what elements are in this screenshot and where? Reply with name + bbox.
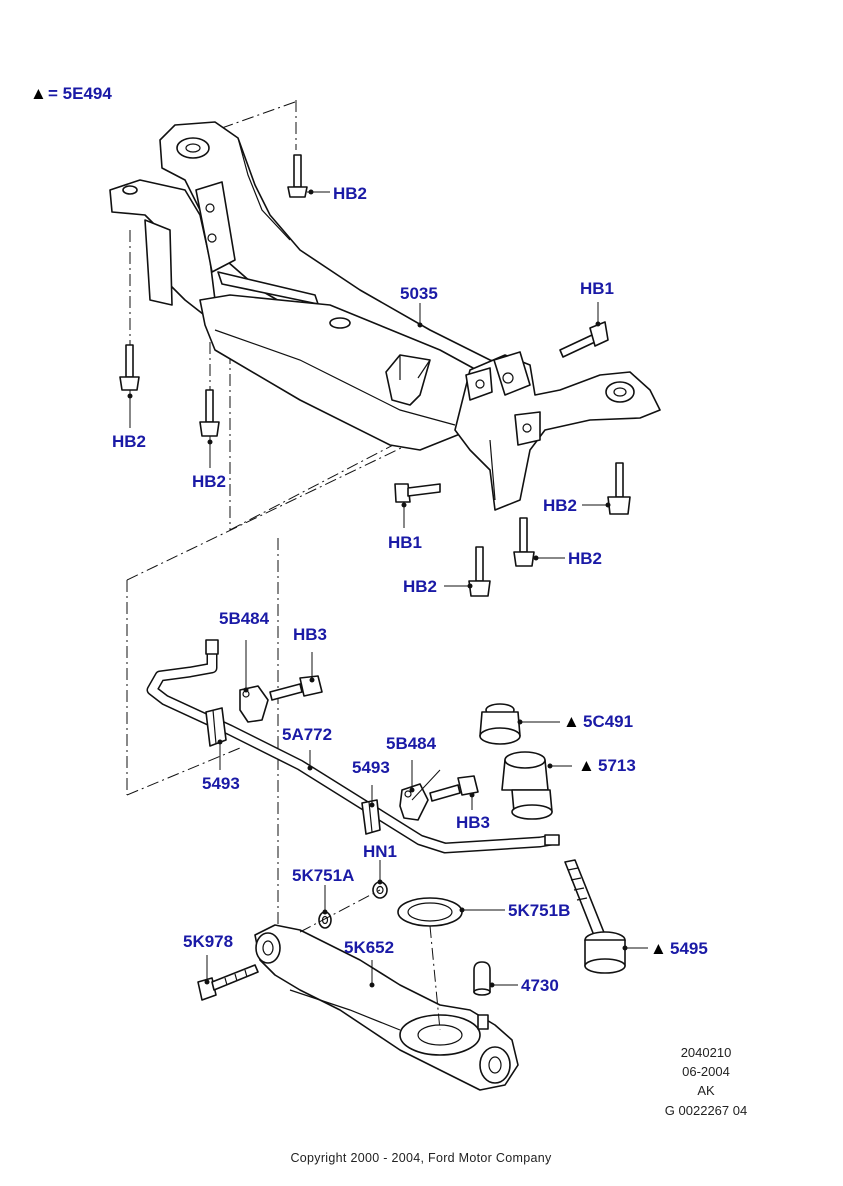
- triangle-icon: ▲: [563, 712, 580, 731]
- bolt-hb1-mid: [394, 483, 441, 528]
- label-hb2-top: HB2: [333, 184, 367, 203]
- nut-hn1: [372, 860, 388, 899]
- label-hb2-bottom: HB2: [403, 577, 437, 596]
- link-5495: [564, 859, 648, 974]
- bolt-hb2-left2: [199, 389, 220, 468]
- label-hb2-left2: HB2: [192, 472, 226, 491]
- label-5k978: 5K978: [183, 932, 233, 951]
- label-hb1-top: HB1: [580, 279, 614, 298]
- label-5495: 5495: [670, 939, 708, 958]
- label-hb3-b: HB3: [456, 813, 490, 832]
- label-5b484-b: 5B484: [386, 734, 437, 753]
- legend: ▲ = 5E494: [30, 84, 112, 103]
- label-4730: 4730: [521, 976, 559, 995]
- subframe-5035: [109, 100, 661, 930]
- label-hb2-right2: HB2: [568, 549, 602, 568]
- lower-arm-5k652: [254, 924, 519, 1091]
- bushing-5c491: [479, 703, 560, 745]
- bushing-5713: [501, 751, 572, 820]
- legend-triangle-icon: ▲: [30, 84, 47, 103]
- bolt-hb2-bottom: [444, 546, 491, 597]
- label-hb2-left1: HB2: [112, 432, 146, 451]
- bolt-5k978: [197, 955, 259, 1001]
- label-5035: 5035: [400, 284, 438, 303]
- label-5k652: 5K652: [344, 938, 394, 957]
- bolt-hb2-left1: [119, 344, 140, 428]
- document-meta: 2040210 06-2004 AK G 0022267 04: [665, 1045, 747, 1118]
- label-5k751a: 5K751A: [292, 866, 354, 885]
- label-5c491: 5C491: [583, 712, 633, 731]
- bolt-hb2-right1: [582, 462, 631, 515]
- triangle-icon: ▲: [650, 939, 667, 958]
- label-5493-b: 5493: [352, 758, 390, 777]
- label-hb1-mid: HB1: [388, 533, 422, 552]
- label-hn1: HN1: [363, 842, 397, 861]
- label-5k751b: 5K751B: [508, 901, 570, 920]
- bolt-hb2-top: [287, 154, 330, 198]
- label-5493-a: 5493: [202, 774, 240, 793]
- bolt-hb2-right2: [513, 517, 565, 567]
- label-5b484-a: 5B484: [219, 609, 270, 628]
- washer-5k751a: [318, 885, 332, 929]
- label-5a772: 5A772: [282, 725, 332, 744]
- copyright: Copyright 2000 - 2004, Ford Motor Compan…: [290, 1151, 551, 1165]
- stabilizer-bar-5a772: [146, 639, 560, 854]
- bump-stop-4730: [473, 961, 518, 996]
- spring-seat-5k751b: [397, 897, 505, 1031]
- meta-line-4: G 0022267 04: [665, 1103, 747, 1118]
- label-hb2-right1: HB2: [543, 496, 577, 515]
- label-hb3-a: HB3: [293, 625, 327, 644]
- bolt-hb1-top: [559, 302, 609, 358]
- meta-line-2: 06-2004: [682, 1064, 730, 1079]
- label-5713: 5713: [598, 756, 636, 775]
- meta-line-1: 2040210: [681, 1045, 732, 1060]
- legend-text: = 5E494: [48, 84, 112, 103]
- triangle-icon: ▲: [578, 756, 595, 775]
- meta-line-3: AK: [697, 1083, 715, 1098]
